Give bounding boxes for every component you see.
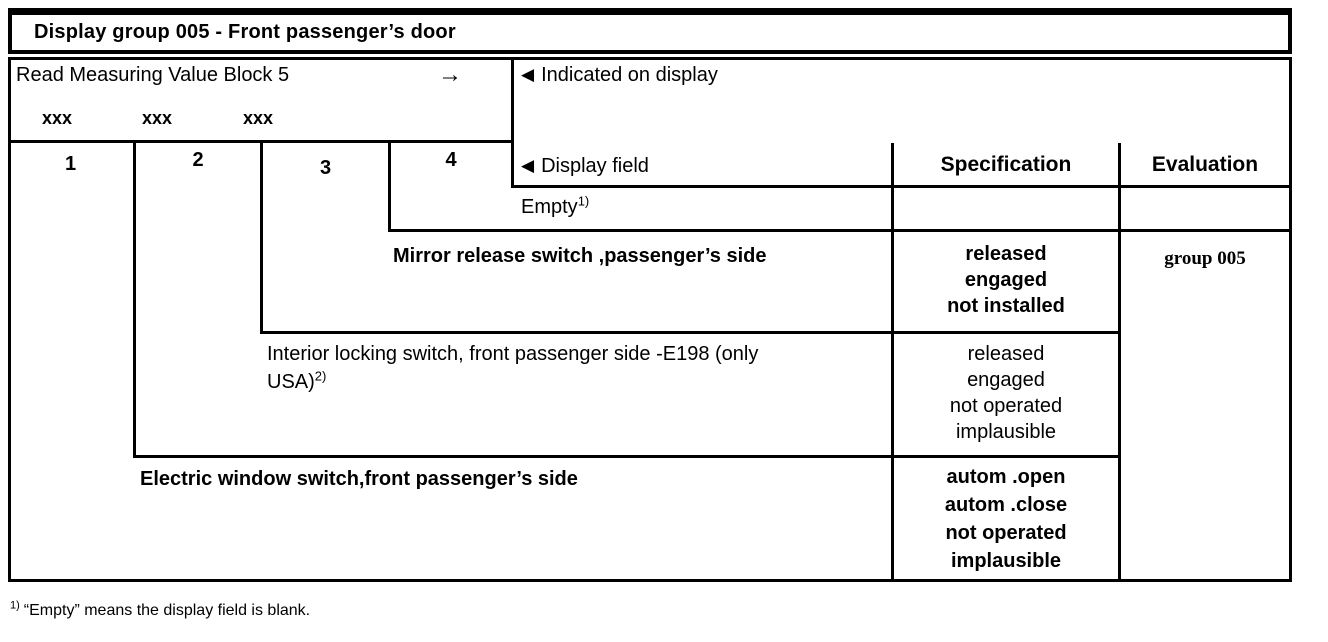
measuring-value-2: xxx — [142, 108, 173, 128]
spec-value: not installed — [947, 295, 1065, 317]
spec-value: not operated — [949, 395, 1063, 417]
field4-right-divider — [511, 57, 514, 188]
readbox-bottom-line — [8, 140, 514, 143]
diagnostic-table — [8, 57, 1292, 582]
field3-divider — [388, 143, 391, 232]
left-triangle-icon: ◀ — [521, 65, 535, 84]
footnote-text: “Empty” means the display field is blank… — [23, 602, 311, 619]
field-number-4: 4 — [445, 149, 457, 171]
evaluation-left-divider — [1118, 143, 1121, 582]
indicated-on-display-label: ◀Indicated on display — [521, 64, 718, 86]
spec-value: engaged — [964, 269, 1048, 291]
spec-value: released — [965, 243, 1047, 265]
row-label-interior-locking-switch: Interior locking switch, front passenger… — [267, 343, 759, 393]
evaluation-group-005: group 005 — [1164, 248, 1246, 269]
specification-left-divider — [891, 143, 894, 582]
spec-value: implausible — [950, 550, 1062, 572]
spec-value: implausible — [955, 421, 1057, 443]
measuring-value-3: xxx — [243, 108, 274, 128]
field-number-2: 2 — [192, 149, 204, 171]
spec-value: engaged — [967, 369, 1045, 391]
row-mirror-top-line — [388, 229, 1292, 232]
display-field-label: ◀Display field — [521, 155, 649, 177]
spec-interior-locking-switch: released engaged not operated implausibl… — [894, 341, 1118, 445]
footnote-ref-2: 2) — [314, 368, 327, 384]
field-number-1: 1 — [64, 153, 77, 175]
field1-divider — [133, 143, 136, 458]
row-interior-top-line — [260, 331, 1121, 334]
footnote-ref-1: 1) — [577, 193, 590, 209]
spec-mirror-release-switch: released engaged not installed — [894, 241, 1118, 319]
spec-value: autom .close — [944, 494, 1068, 516]
measuring-value-1: xxx — [42, 108, 73, 128]
page-title: Display group 005 - Front passenger’s do… — [34, 21, 456, 43]
footnote: 1)“Empty” means the display field is bla… — [10, 599, 311, 620]
column-header-specification: Specification — [940, 153, 1072, 176]
field2-divider — [260, 143, 263, 334]
spec-electric-window-switch: autom .open autom .close not operated im… — [894, 463, 1118, 575]
right-arrow-icon: → — [438, 61, 462, 88]
column-header-evaluation: Evaluation — [1151, 153, 1259, 176]
spec-value: released — [967, 343, 1045, 365]
row-label-mirror-release-switch: Mirror release switch ,passenger’s side — [393, 245, 767, 267]
spec-value: not operated — [945, 522, 1067, 544]
measuring-block-label: Read Measuring Value Block 5 — [16, 64, 290, 86]
left-triangle-icon: ◀ — [521, 156, 535, 175]
row-electric-top-line — [133, 455, 1121, 458]
row-label-electric-window-switch: Electric window switch,front passenger’s… — [140, 468, 578, 490]
row-label-empty: Empty1) — [521, 193, 590, 218]
field-number-3: 3 — [319, 157, 332, 179]
header-bottom-line — [511, 185, 1292, 188]
spec-value: autom .open — [946, 466, 1066, 488]
table-title-bar: Display group 005 - Front passenger’s do… — [8, 8, 1292, 54]
footnote-marker: 1) — [10, 599, 20, 612]
